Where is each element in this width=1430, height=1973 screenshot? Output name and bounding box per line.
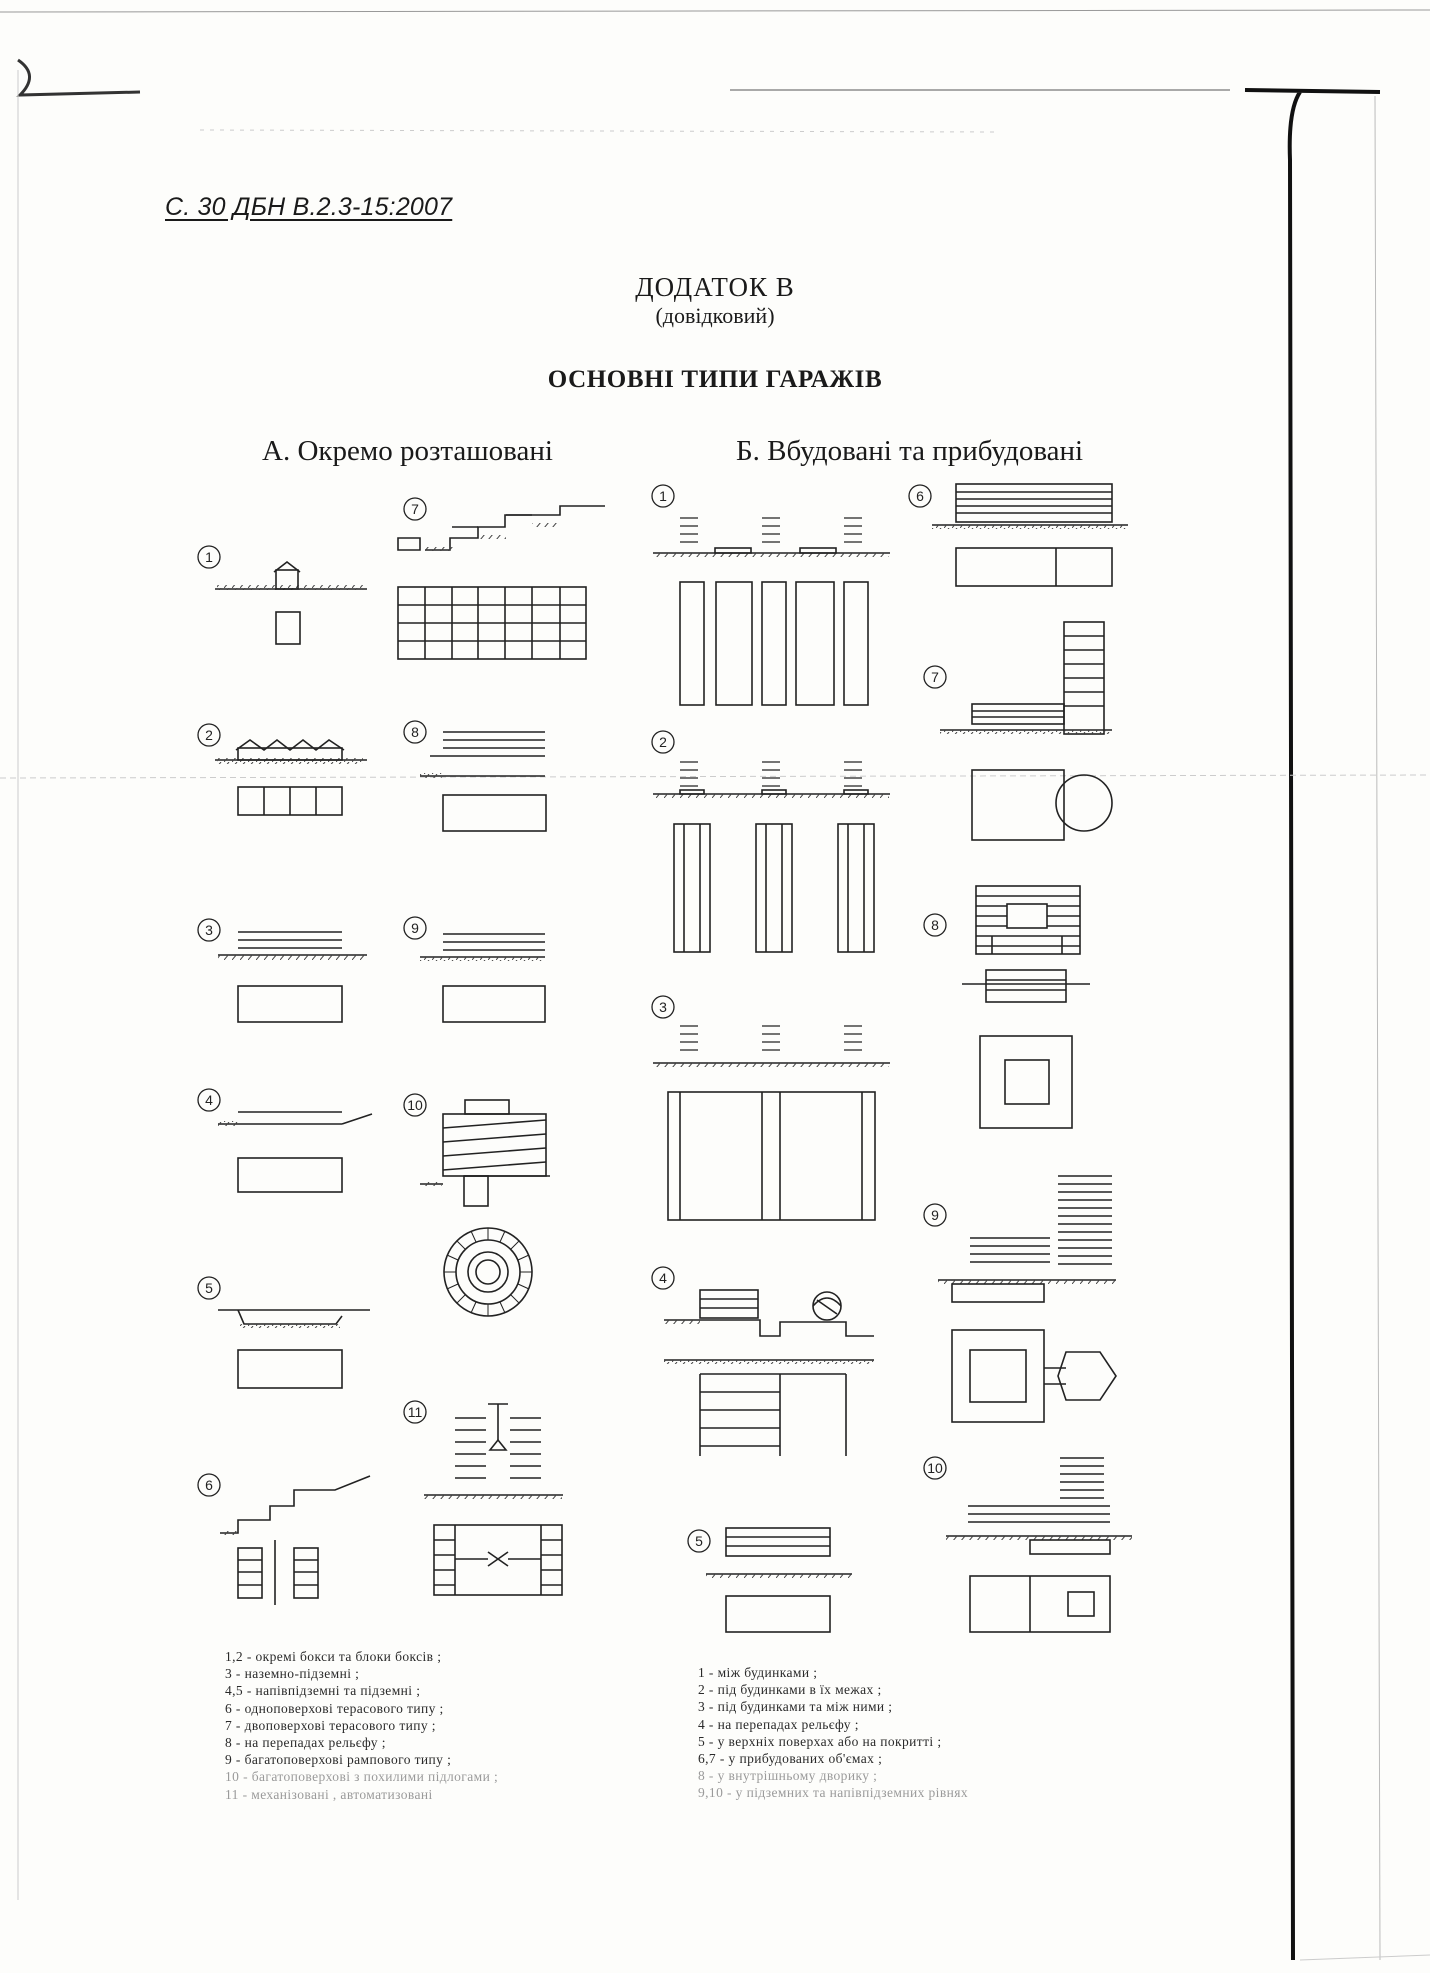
fig-b-3-label: 3 bbox=[659, 999, 667, 1015]
fig-a-2-drawing bbox=[215, 738, 367, 816]
legend-b-item: 5 - у верхніх поверхах або на покритті ; bbox=[698, 1733, 942, 1749]
fig-a-3-label: 3 bbox=[205, 922, 213, 938]
fig-b-4-label: 4 bbox=[659, 1270, 667, 1286]
legend-a-item: 1,2 - окремі бокси та блоки боксів ; bbox=[225, 1649, 442, 1664]
column-b-figure-numbers bbox=[651, 484, 947, 1553]
fig-b-1-label: 1 bbox=[659, 488, 667, 504]
fig-a-3-drawing bbox=[218, 931, 367, 1023]
fig-b-6-drawing bbox=[932, 483, 1128, 587]
legend-b-item: 6,7 - у прибудованих об'ємах ; bbox=[698, 1751, 883, 1767]
legend-a-item: 6 - одноповерхові терасового типу ; bbox=[225, 1700, 444, 1716]
legend-column-a: 1,2 - окремі бокси та блоки боксів ; 3 -… bbox=[225, 1648, 498, 1803]
legend-a-item: 9 - багатоповерхові рампового типу ; bbox=[225, 1752, 452, 1768]
fig-b-10-label: 10 bbox=[927, 1460, 943, 1476]
fig-a-7-drawing bbox=[397, 505, 605, 660]
fig-a-2-label: 2 bbox=[205, 727, 213, 743]
legend-b-item: 9,10 - у підземних та напівпідземних рів… bbox=[698, 1785, 968, 1801]
fig-a-11-number bbox=[403, 1400, 427, 1424]
legend-column-b: 1 - між будинками ; 2 - під будинками в … bbox=[698, 1664, 968, 1802]
legend-a-item: 11 - механізовані , автоматизовані bbox=[225, 1786, 433, 1802]
fig-b-4-drawing bbox=[664, 1289, 874, 1456]
legend-a-item: 7 - двоповерхові терасового типу ; bbox=[225, 1717, 436, 1733]
fig-b-2-number bbox=[651, 730, 675, 754]
fig-a-1-drawing bbox=[215, 560, 367, 645]
fig-b-7-drawing bbox=[940, 621, 1113, 841]
fig-a-1-number bbox=[197, 545, 221, 569]
legend-b-item: 8 - у внутрішньому дворику ; bbox=[698, 1768, 878, 1784]
fig-a-4-drawing bbox=[218, 1111, 373, 1193]
fig-a-2-number bbox=[197, 723, 221, 747]
fig-b-9-label: 9 bbox=[931, 1207, 939, 1223]
appendix-subtitle: (довідковий) bbox=[655, 303, 775, 328]
fig-a-10-number bbox=[403, 1093, 427, 1117]
legend-a-item: 10 - багатоповерхові з похилими підлогам… bbox=[225, 1769, 499, 1785]
fig-b-5-drawing bbox=[706, 1527, 852, 1633]
appendix-title: ДОДАТОК В bbox=[635, 272, 795, 302]
column-b-title: Б. Вбудовані та прибудовані bbox=[736, 435, 1084, 467]
fig-a-9-label: 9 bbox=[411, 920, 419, 936]
fig-a-9-drawing bbox=[420, 933, 546, 1023]
fig-a-6-drawing bbox=[220, 1475, 371, 1605]
fig-b-2-drawing bbox=[653, 761, 890, 953]
fig-a-4-number bbox=[197, 1088, 221, 1112]
main-title: ОСНОВНІ ТИПИ ГАРАЖІВ bbox=[547, 366, 883, 393]
fig-a-8-number bbox=[403, 720, 427, 744]
fig-a-6-number bbox=[197, 1473, 221, 1497]
fig-b-10-drawing bbox=[946, 1457, 1132, 1633]
fig-a-9-number bbox=[403, 916, 427, 940]
fig-a-11-drawing bbox=[424, 1403, 563, 1596]
fig-b-10-number bbox=[923, 1456, 947, 1480]
legend-a-item: 3 - наземно-підземні ; bbox=[225, 1666, 360, 1682]
fig-b-4-number bbox=[651, 1266, 675, 1290]
fig-b-9-number bbox=[923, 1203, 947, 1227]
legend-b-item: 1 - між будинками ; bbox=[698, 1665, 818, 1680]
fig-a-3-number bbox=[197, 918, 221, 942]
fig-a-5-label: 5 bbox=[205, 1280, 213, 1296]
column-a-title: А. Окремо розташовані bbox=[262, 435, 553, 467]
fig-b-5-number bbox=[687, 1529, 711, 1553]
fig-a-5-number bbox=[197, 1276, 221, 1300]
fig-b-1-number bbox=[651, 484, 675, 508]
fig-a-6-label: 6 bbox=[205, 1477, 213, 1493]
fig-a-7-number bbox=[403, 497, 427, 521]
fig-a-10-drawing bbox=[420, 1099, 550, 1317]
legend-a-item: 4,5 - напівпідземні та підземні ; bbox=[225, 1683, 421, 1699]
legend-b-item: 3 - під будинками та між ними ; bbox=[698, 1699, 893, 1715]
fig-a-8-label: 8 bbox=[411, 724, 419, 740]
fig-b-9-drawing bbox=[938, 1175, 1117, 1423]
page-reference: С. 30 ДБН В.2.3-15:2007 bbox=[165, 193, 453, 221]
fig-a-7-label: 7 bbox=[411, 501, 419, 517]
fig-a-10-label: 10 bbox=[407, 1097, 423, 1113]
fig-b-6-number bbox=[908, 484, 932, 508]
scan-artifacts bbox=[0, 9, 1430, 1961]
fig-b-7-label: 7 bbox=[931, 669, 939, 685]
legend-b-item: 2 - під будинками в їх межах ; bbox=[698, 1682, 882, 1698]
fig-b-1-drawing bbox=[653, 517, 890, 706]
fig-a-4-label: 4 bbox=[205, 1092, 213, 1108]
fig-b-8-number bbox=[923, 913, 947, 937]
fig-a-8-drawing bbox=[420, 731, 547, 832]
fig-b-5-label: 5 bbox=[695, 1533, 703, 1549]
legend-b-item: 4 - на перепадах рельєфу ; bbox=[698, 1716, 859, 1732]
fig-b-7-number bbox=[923, 665, 947, 689]
fig-b-8-label: 8 bbox=[931, 917, 939, 933]
legend-a-item: 8 - на перепадах рельєфу ; bbox=[225, 1735, 386, 1751]
fig-b-6-label: 6 bbox=[916, 488, 924, 504]
fig-a-11-label: 11 bbox=[408, 1404, 423, 1420]
fig-b-3-number bbox=[651, 995, 675, 1019]
fig-b-3-drawing bbox=[653, 1025, 890, 1221]
column-a-figure-numbers bbox=[197, 497, 427, 1497]
fig-b-8-drawing bbox=[962, 885, 1090, 1129]
fig-a-1-label: 1 bbox=[205, 549, 213, 565]
fig-b-2-label: 2 bbox=[659, 734, 667, 750]
fig-a-5-drawing bbox=[218, 1309, 370, 1389]
